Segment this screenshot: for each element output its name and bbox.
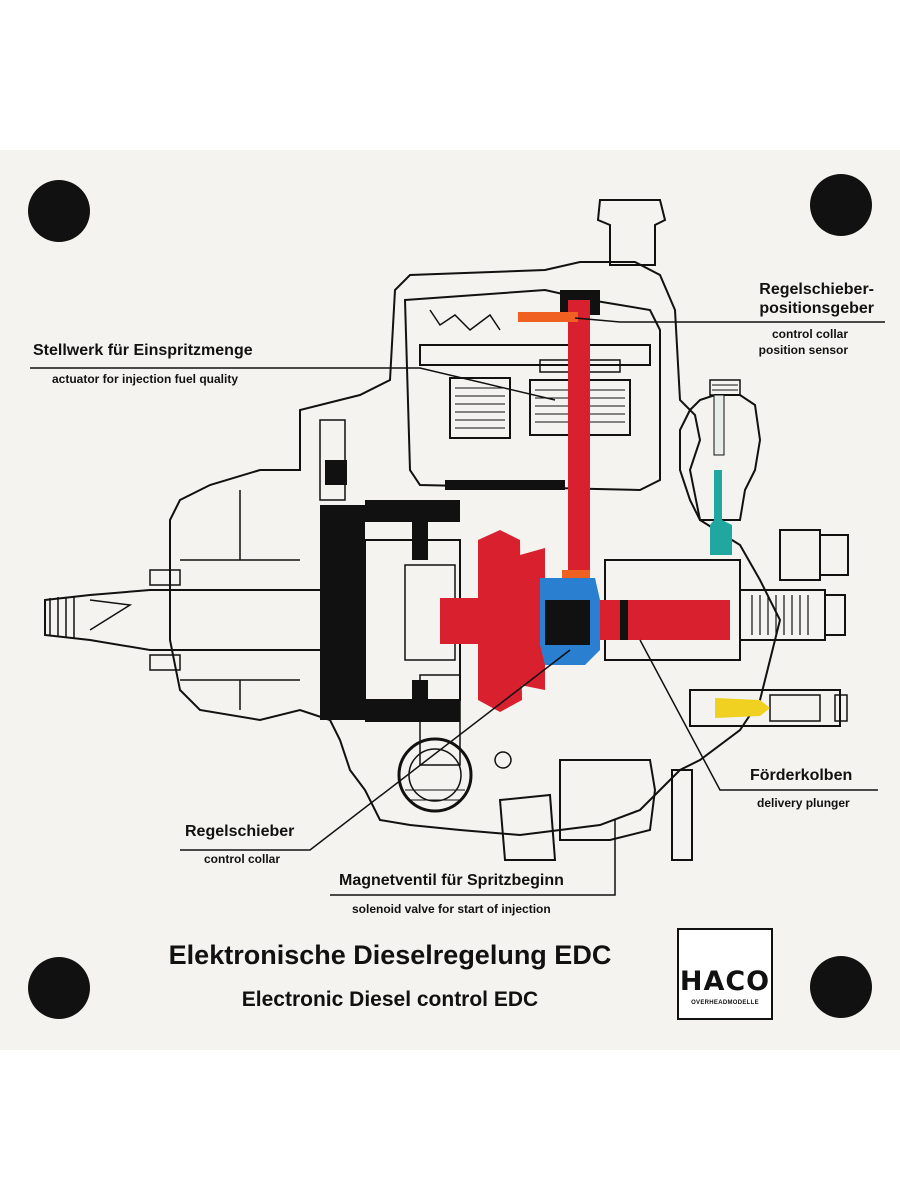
- leader-position-sensor: [574, 317, 885, 323]
- mounting-hole-top-right: [810, 174, 872, 236]
- solenoid-needle: [715, 698, 770, 718]
- position-sensor-label-en-2: position sensor: [758, 343, 848, 357]
- position-sensor-label-en-1: control collar: [771, 327, 848, 341]
- control-collar-label-en: control collar: [204, 852, 281, 866]
- control-collar-rod: [568, 300, 590, 578]
- delivery-plunger-label-en: delivery plunger: [757, 796, 850, 810]
- pump-cutaway-drawing: [30, 199, 885, 896]
- leader-control-collar: [180, 649, 571, 851]
- leader-solenoid: [330, 820, 616, 896]
- haco-logo: HACO OVERHEADMODELLE: [677, 928, 773, 1020]
- solenoid-label-en: solenoid valve for start of injection: [352, 902, 551, 916]
- solenoid-label-de: Magnetventil für Spritzbeginn: [339, 872, 564, 889]
- logo-subtext: OVERHEADMODELLE: [691, 1000, 759, 1006]
- position-sensor-label-de-1: Regelschieber-: [759, 281, 874, 298]
- delivery-plunger-bore: [590, 600, 730, 640]
- actuator-coil-left: [449, 377, 511, 439]
- top-cap: [596, 199, 667, 266]
- pump-housing: [169, 261, 782, 837]
- control-collar-label-de: Regelschieber: [185, 823, 295, 840]
- mounting-hole-bottom-left: [28, 957, 90, 1019]
- drive-coupling: [320, 505, 365, 720]
- logo-text: HACO: [679, 966, 771, 997]
- mounting-hole-bottom-right: [810, 956, 872, 1018]
- injector-fuel-line: [710, 470, 732, 555]
- title-english: Electronic Diesel control EDC: [241, 988, 539, 1011]
- drive-shaft: [44, 589, 361, 651]
- mounting-hole-top-left: [28, 180, 90, 242]
- leader-delivery-plunger: [639, 639, 878, 791]
- actuator-label-en: actuator for injection fuel quality: [52, 372, 239, 386]
- leader-actuator: [30, 367, 556, 401]
- actuator-label-de: Stellwerk für Einspritzmenge: [33, 342, 253, 359]
- delivery-plunger-label-de: Förderkolben: [750, 767, 853, 784]
- position-sensor-label-de-2: positionsgeber: [759, 300, 874, 317]
- actuator-plate: [419, 344, 651, 366]
- title-german: Elektronische Dieselregelung EDC: [168, 940, 612, 970]
